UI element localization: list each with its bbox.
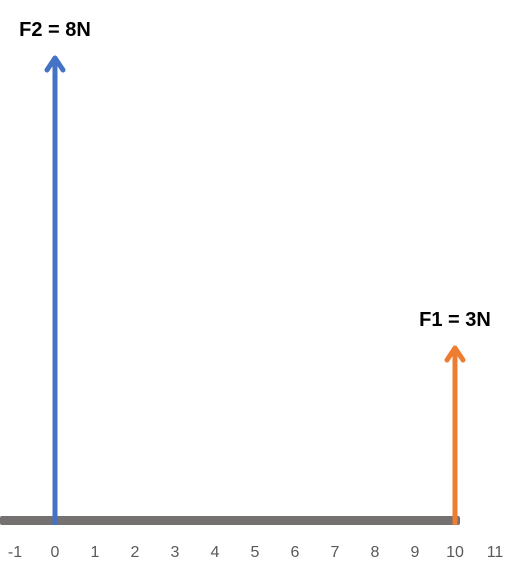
axis-tick-label: 0 bbox=[51, 544, 60, 561]
force-arrow-f1: F1 = 3N bbox=[419, 309, 491, 525]
force-f1-arrowhead bbox=[444, 345, 466, 363]
axis-tick-label: 11 bbox=[487, 544, 504, 561]
axis-tick-label: 3 bbox=[171, 544, 180, 561]
force-arrow-f2: F2 = 8N bbox=[19, 19, 91, 525]
axis-tick-label: 5 bbox=[251, 544, 260, 561]
force-f1-label: F1 = 3N bbox=[419, 309, 491, 331]
axis-tick-label: 7 bbox=[331, 544, 340, 561]
axis-tick-label: 8 bbox=[371, 544, 380, 561]
force-f2-arrowhead bbox=[44, 55, 66, 73]
axis-tick-labels: -1 0 1 2 3 4 5 6 7 8 9 10 11 bbox=[8, 544, 504, 561]
axis-tick-label: 10 bbox=[446, 544, 464, 561]
axis-tick-label: 4 bbox=[211, 544, 220, 561]
axis-tick-label: 6 bbox=[291, 544, 300, 561]
axis-tick-label: 2 bbox=[131, 544, 140, 561]
axis-tick-label: -1 bbox=[8, 544, 22, 561]
axis-tick-label: 1 bbox=[91, 544, 100, 561]
force-f2-label: F2 = 8N bbox=[19, 19, 91, 41]
beam-bar bbox=[0, 516, 460, 525]
axis-tick-label: 9 bbox=[411, 544, 420, 561]
